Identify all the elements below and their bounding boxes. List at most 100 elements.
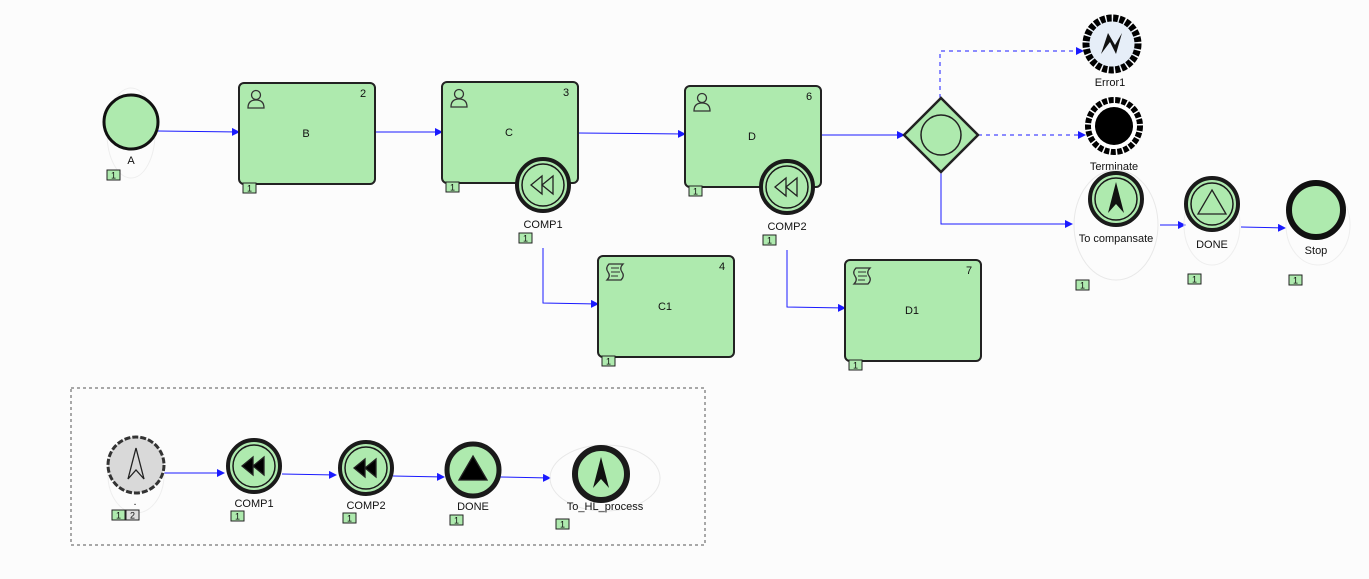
event-subcomp2[interactable]: COMP2 <box>338 440 394 512</box>
event-a[interactable]: A <box>102 87 160 179</box>
badge-count: 1 <box>1293 276 1298 286</box>
signal-icon <box>1184 176 1240 232</box>
event-label: To_HL_process <box>567 501 644 513</box>
badge-count: 1 <box>853 361 858 371</box>
instance-count-badge: 1 <box>518 232 533 244</box>
task-d1[interactable]: 7D1 <box>844 259 982 362</box>
instance-count-badge: 1 <box>106 169 121 181</box>
instance-count-badge: 1 <box>1187 273 1202 285</box>
escalation-icon <box>572 445 630 503</box>
compensate-icon <box>226 438 282 494</box>
badge-count: 1 <box>1080 281 1085 291</box>
compensate-icon <box>759 159 815 215</box>
event-comp2b[interactable]: COMP2 <box>759 159 815 233</box>
instance-count-badge: 1 <box>111 509 126 521</box>
instance-count-badge: 1 <box>1075 279 1090 291</box>
badge-count: 1 <box>235 512 240 522</box>
instance-count-badge: 1 <box>230 510 245 522</box>
badge-count: 1 <box>767 236 772 246</box>
instance-count-badge: 2 <box>125 509 140 521</box>
sequence-flow[interactable] <box>939 47 1084 98</box>
escalation-icon <box>1088 171 1144 227</box>
signal-icon <box>444 441 502 499</box>
badge-count: 1 <box>347 514 352 524</box>
task-c1[interactable]: 4C1 <box>597 255 735 358</box>
event-label: COMP2 <box>346 500 385 512</box>
badge-count: 1 <box>693 187 698 197</box>
badge-count: 1 <box>247 184 252 194</box>
task-label: D1 <box>905 305 919 317</box>
badge-count: 1 <box>1192 275 1197 285</box>
task-b[interactable]: 2B <box>238 82 376 185</box>
event-substart[interactable]: . <box>106 435 166 514</box>
sequence-flow[interactable] <box>499 473 551 482</box>
task-label: C <box>505 127 513 139</box>
event-tohl[interactable]: To_HL_process <box>549 444 661 513</box>
event-label: Error1 <box>1095 77 1126 89</box>
event-tocomp[interactable]: To compansate <box>1073 169 1159 281</box>
event-label: Stop <box>1305 245 1328 257</box>
badge-count: 1 <box>606 357 611 367</box>
event-subcomp1[interactable]: COMP1 <box>226 438 282 510</box>
task-number: 2 <box>360 88 366 100</box>
task-number: 4 <box>719 261 725 273</box>
instance-count-badge: 1 <box>449 514 464 526</box>
compensate-icon <box>338 440 394 496</box>
sequence-flow[interactable] <box>281 470 337 479</box>
event-terminate[interactable]: Terminate <box>1085 97 1143 173</box>
instance-count-badge: 1 <box>555 518 570 530</box>
instance-count-badge: 1 <box>762 234 777 246</box>
escalation-icon <box>106 435 166 495</box>
sequence-flow[interactable] <box>157 127 240 136</box>
event-label: COMP1 <box>234 498 273 510</box>
event-label: A <box>127 155 135 167</box>
sequence-flow[interactable] <box>542 248 599 308</box>
user-icon <box>247 89 265 109</box>
event-done[interactable]: DONE <box>1183 176 1241 266</box>
script-icon <box>605 263 625 281</box>
script-icon <box>852 267 872 285</box>
event-comp1b[interactable]: COMP1 <box>515 157 571 231</box>
compensate-icon <box>515 157 571 213</box>
gateway-icon <box>920 114 962 156</box>
event-based-gateway[interactable] <box>902 96 980 174</box>
instance-count-badge: 1 <box>242 182 257 194</box>
event-label: To compansate <box>1079 233 1154 245</box>
task-number: 7 <box>966 265 972 277</box>
instance-count-badge: 1 <box>445 181 460 193</box>
badge-count: 1 <box>116 511 121 521</box>
event-label: COMP2 <box>767 221 806 233</box>
sequence-flow[interactable] <box>392 472 445 481</box>
sequence-flow[interactable] <box>577 129 686 138</box>
sequence-flow[interactable] <box>1240 223 1286 232</box>
task-number: 6 <box>806 91 812 103</box>
user-icon <box>693 92 711 112</box>
error-icon <box>1082 14 1142 74</box>
event-label: DONE <box>1196 239 1228 251</box>
sequence-flow[interactable] <box>940 172 1073 228</box>
event-error1[interactable]: Error1 <box>1082 14 1142 89</box>
task-label: C1 <box>658 301 672 313</box>
task-number: 3 <box>563 87 569 99</box>
event-label: COMP1 <box>523 219 562 231</box>
badge-count: 1 <box>523 234 528 244</box>
badge-count: 1 <box>111 171 116 181</box>
sequence-flow[interactable] <box>786 250 846 312</box>
terminate-icon <box>1085 97 1143 155</box>
event-stop[interactable]: Stop <box>1285 180 1351 266</box>
task-label: B <box>302 128 309 140</box>
event-label: DONE <box>457 501 489 513</box>
badge-count: 1 <box>454 516 459 526</box>
instance-count-badge: 1 <box>1288 274 1303 286</box>
event-subdone[interactable]: DONE <box>444 441 502 513</box>
instance-count-badge: 1 <box>601 355 616 367</box>
badge-count: 2 <box>130 511 135 521</box>
start-event-icon <box>102 93 160 151</box>
instance-count-badge: 1 <box>342 512 357 524</box>
badge-count: 1 <box>560 520 565 530</box>
badge-count: 1 <box>450 183 455 193</box>
task-label: D <box>748 131 756 143</box>
instance-count-badge: 1 <box>848 359 863 371</box>
user-icon <box>450 88 468 108</box>
